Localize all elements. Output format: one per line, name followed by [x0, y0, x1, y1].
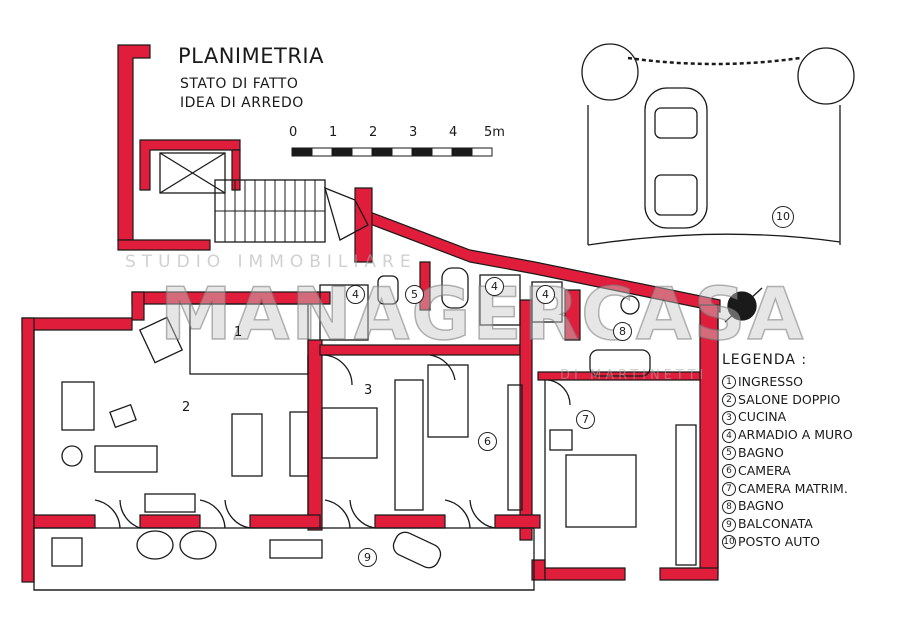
legend-label: ARMADIO A MURO: [738, 427, 853, 443]
legend-num: 5: [722, 446, 736, 461]
plan-subtitle-1: STATO DI FATTO: [180, 76, 299, 92]
legend-label: CUCINA: [738, 409, 787, 425]
watermark-top: STUDIO IMMOBILIARE: [125, 252, 417, 272]
room-label-3: 3: [364, 383, 373, 398]
walls: [21, 44, 721, 583]
scale-tick-0: 0: [289, 125, 298, 140]
room-label-9: 9: [358, 548, 377, 567]
scale-tick-1: 1: [329, 125, 338, 140]
room-label-7: 7: [576, 410, 595, 429]
room-label-10: 10: [772, 206, 794, 228]
room-label-4c: 4: [536, 285, 555, 304]
legend-label: BALCONATA: [738, 516, 813, 532]
room-label-8: 8: [613, 322, 632, 341]
legend-num: 10: [722, 535, 736, 550]
ink-lines: [33, 43, 855, 591]
legend-label: INGRESSO: [738, 373, 804, 389]
scale-tick-5: 5m: [484, 125, 505, 140]
room-label-1: 1: [234, 325, 243, 340]
room-label-5: 5: [405, 285, 424, 304]
room-label-4a: 4: [346, 285, 365, 304]
legend-num: 9: [722, 517, 736, 532]
scale-tick-4: 4: [449, 125, 458, 140]
scale-tick-3: 3: [409, 125, 418, 140]
legend-header: LEGENDA :: [722, 352, 808, 368]
legend-num: 8: [722, 499, 736, 514]
scale-tick-2: 2: [369, 125, 378, 140]
legend-num: 4: [722, 428, 736, 443]
scale-bar: [291, 147, 493, 157]
legend-num: 1: [722, 375, 736, 390]
legend-num: 2: [722, 393, 736, 408]
plan-title: PLANIMETRIA: [178, 44, 324, 68]
legend-num: 6: [722, 464, 736, 479]
legend-label: SALONE DOPPIO: [738, 391, 841, 407]
legend-label: CAMERA: [738, 462, 791, 478]
legend-label: BAGNO: [738, 498, 784, 514]
plan-subtitle-2: IDEA DI ARREDO: [180, 95, 304, 111]
legend-label: CAMERA MATRIM.: [738, 480, 848, 496]
legend-num: 7: [722, 482, 736, 497]
watermark-bottom: DI MARTINETTI: [560, 368, 708, 383]
watermark-main: MANAGERCASA: [159, 271, 806, 357]
room-label-6: 6: [478, 432, 497, 451]
room-label-4b: 4: [485, 277, 504, 296]
legend-label: POSTO AUTO: [738, 533, 820, 549]
legend-num: 3: [722, 410, 736, 425]
legend-label: BAGNO: [738, 444, 784, 460]
room-label-2: 2: [182, 400, 191, 415]
